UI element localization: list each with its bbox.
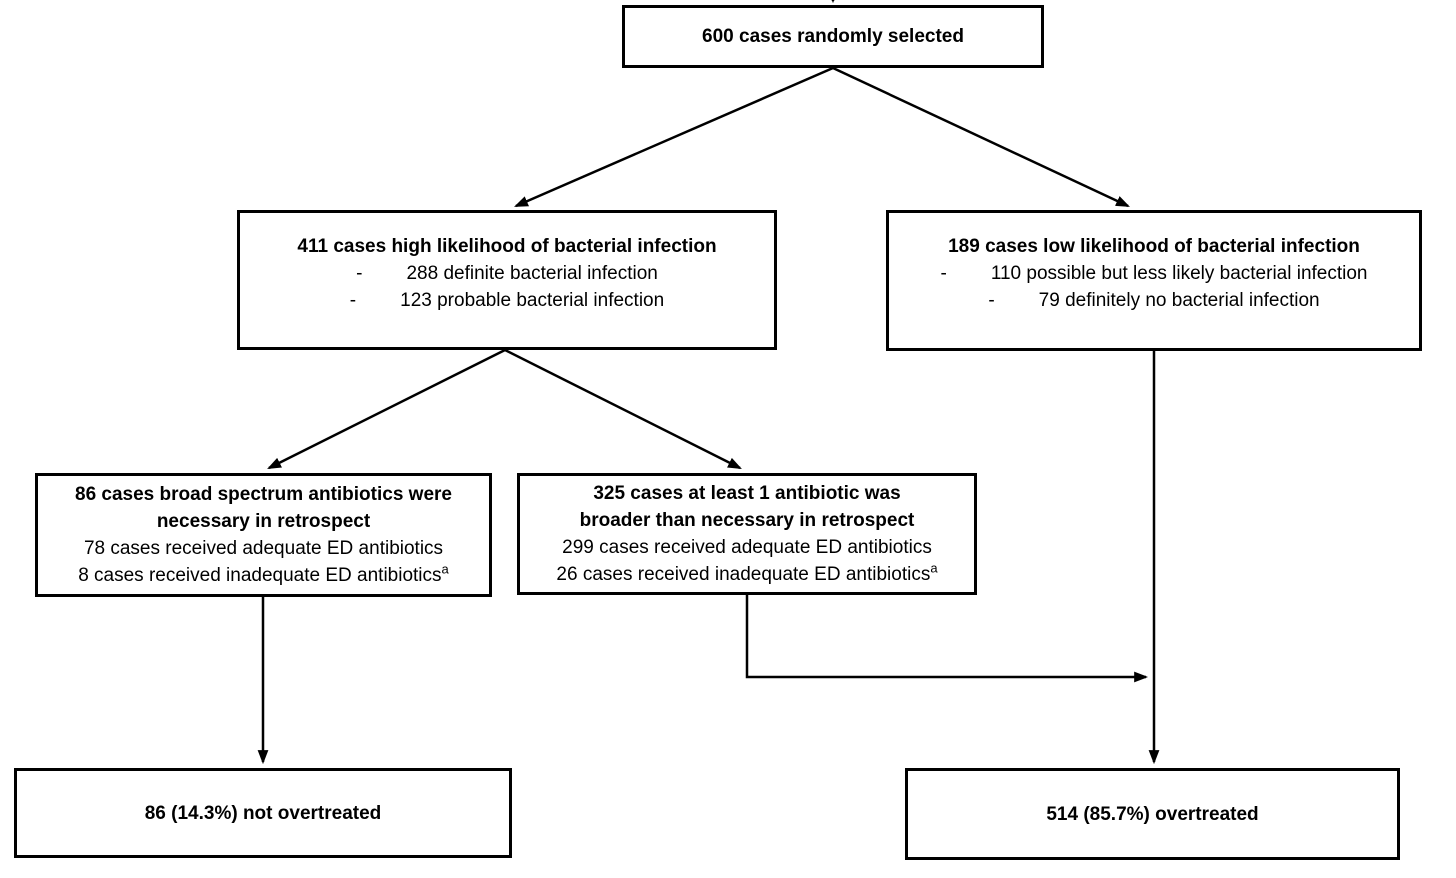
node-antibiotics-broader: 325 cases at least 1 antibiotic was broa… <box>517 473 977 595</box>
line-text: 8 cases received inadequate ED antibioti… <box>78 565 442 586</box>
node-antibiotics-necessary-title: 86 cases broad spectrum antibiotics were… <box>75 481 452 535</box>
bullet-text: 288 definite bacterial infection <box>406 263 658 284</box>
connector-selected-to-high <box>514 66 834 208</box>
bullet-possible-infection: - 110 possible but less likely bacterial… <box>940 260 1367 287</box>
title-line: 86 cases broad spectrum antibiotics were <box>75 484 452 505</box>
connector-high-to-broader <box>504 348 742 470</box>
title-line: broader than necessary in retrospect <box>579 510 915 531</box>
title-line: 325 cases at least 1 antibiotic was <box>593 483 901 504</box>
line-inadequate-antibiotics: 26 cases received inadequate ED antibiot… <box>556 561 937 588</box>
bullet-no-infection: - 79 definitely no bacterial infection <box>988 287 1319 314</box>
connector-broader-to-overtreated-elbow <box>745 594 1149 683</box>
node-antibiotics-broader-title: 325 cases at least 1 antibiotic was broa… <box>580 480 915 534</box>
line-text: 26 cases received inadequate ED antibiot… <box>556 564 931 585</box>
node-overtreated: 514 (85.7%) overtreated <box>905 768 1400 860</box>
line-text: 78 cases received adequate ED antibiotic… <box>83 538 444 559</box>
line-inadequate-antibiotics: 8 cases received inadequate ED antibioti… <box>78 562 449 589</box>
node-cases-selected-title: 600 cases randomly selected <box>702 26 964 47</box>
node-high-likelihood-title: 411 cases high likelihood of bacterial i… <box>297 236 717 257</box>
title-line: necessary in retrospect <box>156 511 371 532</box>
node-high-likelihood: 411 cases high likelihood of bacterial i… <box>237 210 777 350</box>
bullet-probable-infection: - 123 probable bacterial infection <box>350 287 664 314</box>
footnote-marker: a <box>441 561 449 577</box>
node-antibiotics-necessary: 86 cases broad spectrum antibiotics were… <box>35 473 492 597</box>
bullet-dash: - <box>356 263 363 284</box>
bullet-text: 110 possible but less likely bacterial i… <box>990 263 1368 284</box>
line-adequate-antibiotics: 299 cases received adequate ED antibioti… <box>562 534 932 561</box>
bullet-definite-infection: - 288 definite bacterial infection <box>356 260 658 287</box>
footnote-marker: a <box>930 560 938 576</box>
bullet-text: 123 probable bacterial infection <box>400 290 665 311</box>
bullet-dash: - <box>349 290 357 311</box>
line-adequate-antibiotics: 78 cases received adequate ED antibiotic… <box>84 535 443 562</box>
bullet-dash: - <box>940 263 947 284</box>
node-overtreated-title: 514 (85.7%) overtreated <box>1046 803 1259 825</box>
node-cases-selected: 600 cases randomly selected <box>622 5 1044 68</box>
node-not-overtreated-title: 86 (14.3%) not overtreated <box>144 802 382 824</box>
bullet-text: 79 definitely no bacterial infection <box>1038 290 1320 311</box>
connector-high-to-necessary <box>267 348 506 470</box>
node-low-likelihood-title: 189 cases low likelihood of bacterial in… <box>948 236 1360 257</box>
node-low-likelihood: 189 cases low likelihood of bacterial in… <box>886 210 1422 351</box>
connector-selected-to-low <box>832 66 1130 208</box>
line-text: 299 cases received adequate ED antibioti… <box>562 537 932 558</box>
node-not-overtreated: 86 (14.3%) not overtreated <box>14 768 512 858</box>
bullet-dash: - <box>988 290 995 311</box>
